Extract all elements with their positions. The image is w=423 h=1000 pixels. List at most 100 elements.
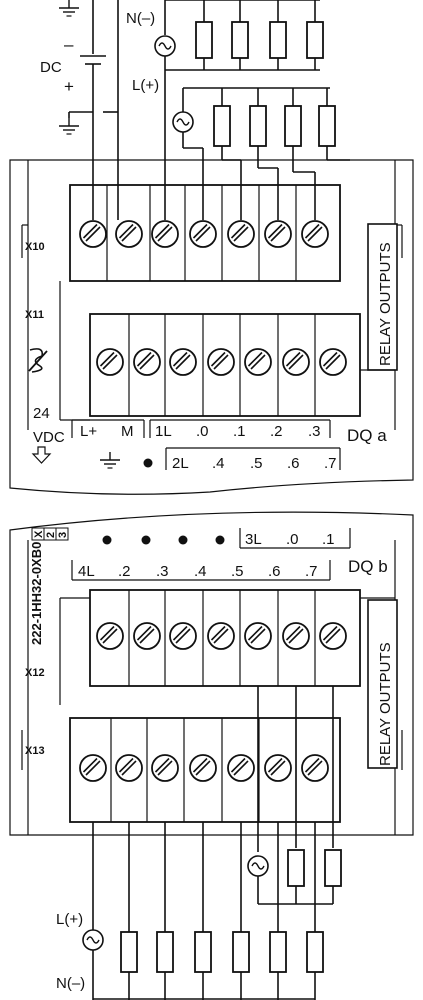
- terminal-label: M: [121, 423, 134, 440]
- ground-icon: [58, 117, 80, 135]
- terminal-label: .3: [308, 423, 321, 440]
- screw-terminal-icon[interactable]: [264, 220, 292, 248]
- ac-source-icon: [154, 35, 176, 57]
- status-dot: [143, 458, 153, 468]
- screw-terminal-icon[interactable]: [133, 622, 161, 650]
- screw-terminal-icon[interactable]: [319, 622, 347, 650]
- load-resistor-icon: [232, 931, 250, 1000]
- load-resistor-icon: [231, 0, 249, 70]
- dc-label: DC: [40, 59, 62, 76]
- screw-terminal-icon[interactable]: [301, 220, 329, 248]
- terminal-label: 3L: [245, 531, 262, 548]
- terminal-label: .2: [118, 563, 131, 580]
- version-boxes: X 2 3: [31, 527, 69, 541]
- ac-source-icon: [247, 855, 269, 877]
- version-box-label: 2: [45, 532, 57, 538]
- terminal-label: .6: [287, 455, 300, 472]
- screw-terminal-icon[interactable]: [244, 622, 272, 650]
- esd-warning-icon: [28, 348, 48, 373]
- status-dot: [102, 535, 112, 545]
- top-l-label: L(+): [132, 77, 159, 94]
- screw-terminal-icon[interactable]: [115, 754, 143, 782]
- status-dot: [178, 535, 188, 545]
- ground-icon: [58, 0, 80, 17]
- screw-terminal-icon[interactable]: [264, 754, 292, 782]
- load-resistor-icon: [324, 849, 342, 904]
- terminal-label: .1: [322, 531, 335, 548]
- part-number: 222-1HH32-0XB0: [29, 542, 44, 645]
- terminal-label: .1: [233, 423, 246, 440]
- load-resistor-icon: [120, 931, 138, 1000]
- terminal-label: .4: [212, 455, 225, 472]
- connector-x12-label: X12: [25, 667, 45, 679]
- bottom-l-label: L(+): [56, 911, 83, 928]
- screw-terminal-icon[interactable]: [189, 754, 217, 782]
- terminal-block-b-upper: [96, 590, 347, 686]
- bottom-supply: L(+) N(–): [56, 686, 342, 1000]
- screw-terminal-icon[interactable]: [227, 220, 255, 248]
- top-n-label: N(–): [126, 10, 155, 27]
- terminal-label: .7: [324, 455, 337, 472]
- screw-terminal-icon[interactable]: [189, 220, 217, 248]
- screw-terminal-icon[interactable]: [301, 754, 329, 782]
- load-resistor-icon: [306, 931, 324, 1000]
- terminal-label: .6: [268, 563, 281, 580]
- ac-source-icon: [172, 111, 194, 133]
- screw-terminal-icon[interactable]: [244, 348, 272, 376]
- screw-terminal-icon[interactable]: [96, 348, 124, 376]
- group-a-label: DQ a: [347, 426, 387, 445]
- terminal-label: .3: [156, 563, 169, 580]
- load-resistor-icon: [269, 0, 287, 70]
- terminal-label: .0: [196, 423, 209, 440]
- ac-source-icon: [82, 929, 104, 951]
- relay-outputs-label-b: RELAY OUTPUTS: [377, 642, 394, 766]
- terminal-label: 4L: [78, 563, 95, 580]
- status-dot: [215, 535, 225, 545]
- terminal-block-a-lower: [96, 314, 347, 416]
- minus-label: –: [64, 35, 74, 54]
- screw-terminal-icon[interactable]: [207, 348, 235, 376]
- terminal-label: .5: [250, 455, 263, 472]
- screw-terminal-icon[interactable]: [133, 348, 161, 376]
- load-resistor-icon: [213, 88, 242, 185]
- connector-x11-label: X11: [25, 309, 44, 321]
- load-resistor-icon: [156, 931, 174, 1000]
- screw-terminal-icon[interactable]: [169, 622, 197, 650]
- screw-terminal-icon[interactable]: [169, 348, 197, 376]
- status-dot: [141, 535, 151, 545]
- screw-terminal-icon[interactable]: [96, 622, 124, 650]
- screw-terminal-icon[interactable]: [151, 754, 179, 782]
- load-resistor-icon: [287, 849, 305, 904]
- load-resistor-icon: [269, 931, 287, 1000]
- screw-terminal-icon[interactable]: [151, 220, 179, 248]
- load-resistor-icon: [195, 0, 213, 70]
- screw-terminal-icon[interactable]: [282, 348, 310, 376]
- load-resistor-icon: [284, 88, 316, 185]
- module-b: 3L .0 .1 DQ b 4L .2 .3 .4 .5 .6 .7 222-1…: [9, 511, 414, 836]
- terminal-block-a-upper: [79, 185, 329, 281]
- module-a: X10 X11 24 VDC L+ M 1L .0 .1 .2 .3 DQ a …: [9, 159, 414, 495]
- screw-terminal-icon[interactable]: [115, 220, 143, 248]
- group-b-label: DQ b: [348, 557, 388, 576]
- top-supply: – DC + N(–) L(+): [40, 0, 350, 185]
- screw-terminal-icon[interactable]: [79, 754, 107, 782]
- bottom-n-label: N(–): [56, 975, 85, 992]
- terminal-label: .2: [270, 423, 283, 440]
- screw-terminal-icon[interactable]: [79, 220, 107, 248]
- ground-icon: [99, 451, 121, 469]
- load-resistor-icon: [306, 0, 324, 70]
- terminal-label: 2L: [172, 455, 189, 472]
- screw-terminal-icon[interactable]: [319, 348, 347, 376]
- load-resistor-icon: [249, 88, 279, 185]
- vdc-unit-label: VDC: [33, 429, 65, 446]
- screw-terminal-icon[interactable]: [227, 754, 255, 782]
- down-arrow-icon: [31, 446, 52, 464]
- version-box-label: X: [33, 530, 45, 538]
- screw-terminal-icon[interactable]: [207, 622, 235, 650]
- vdc-24-label: 24: [33, 405, 50, 422]
- load-resistor-icon: [318, 88, 350, 161]
- connector-x13-label: X13: [25, 745, 45, 757]
- terminal-label: .4: [194, 563, 207, 580]
- screw-terminal-icon[interactable]: [282, 622, 310, 650]
